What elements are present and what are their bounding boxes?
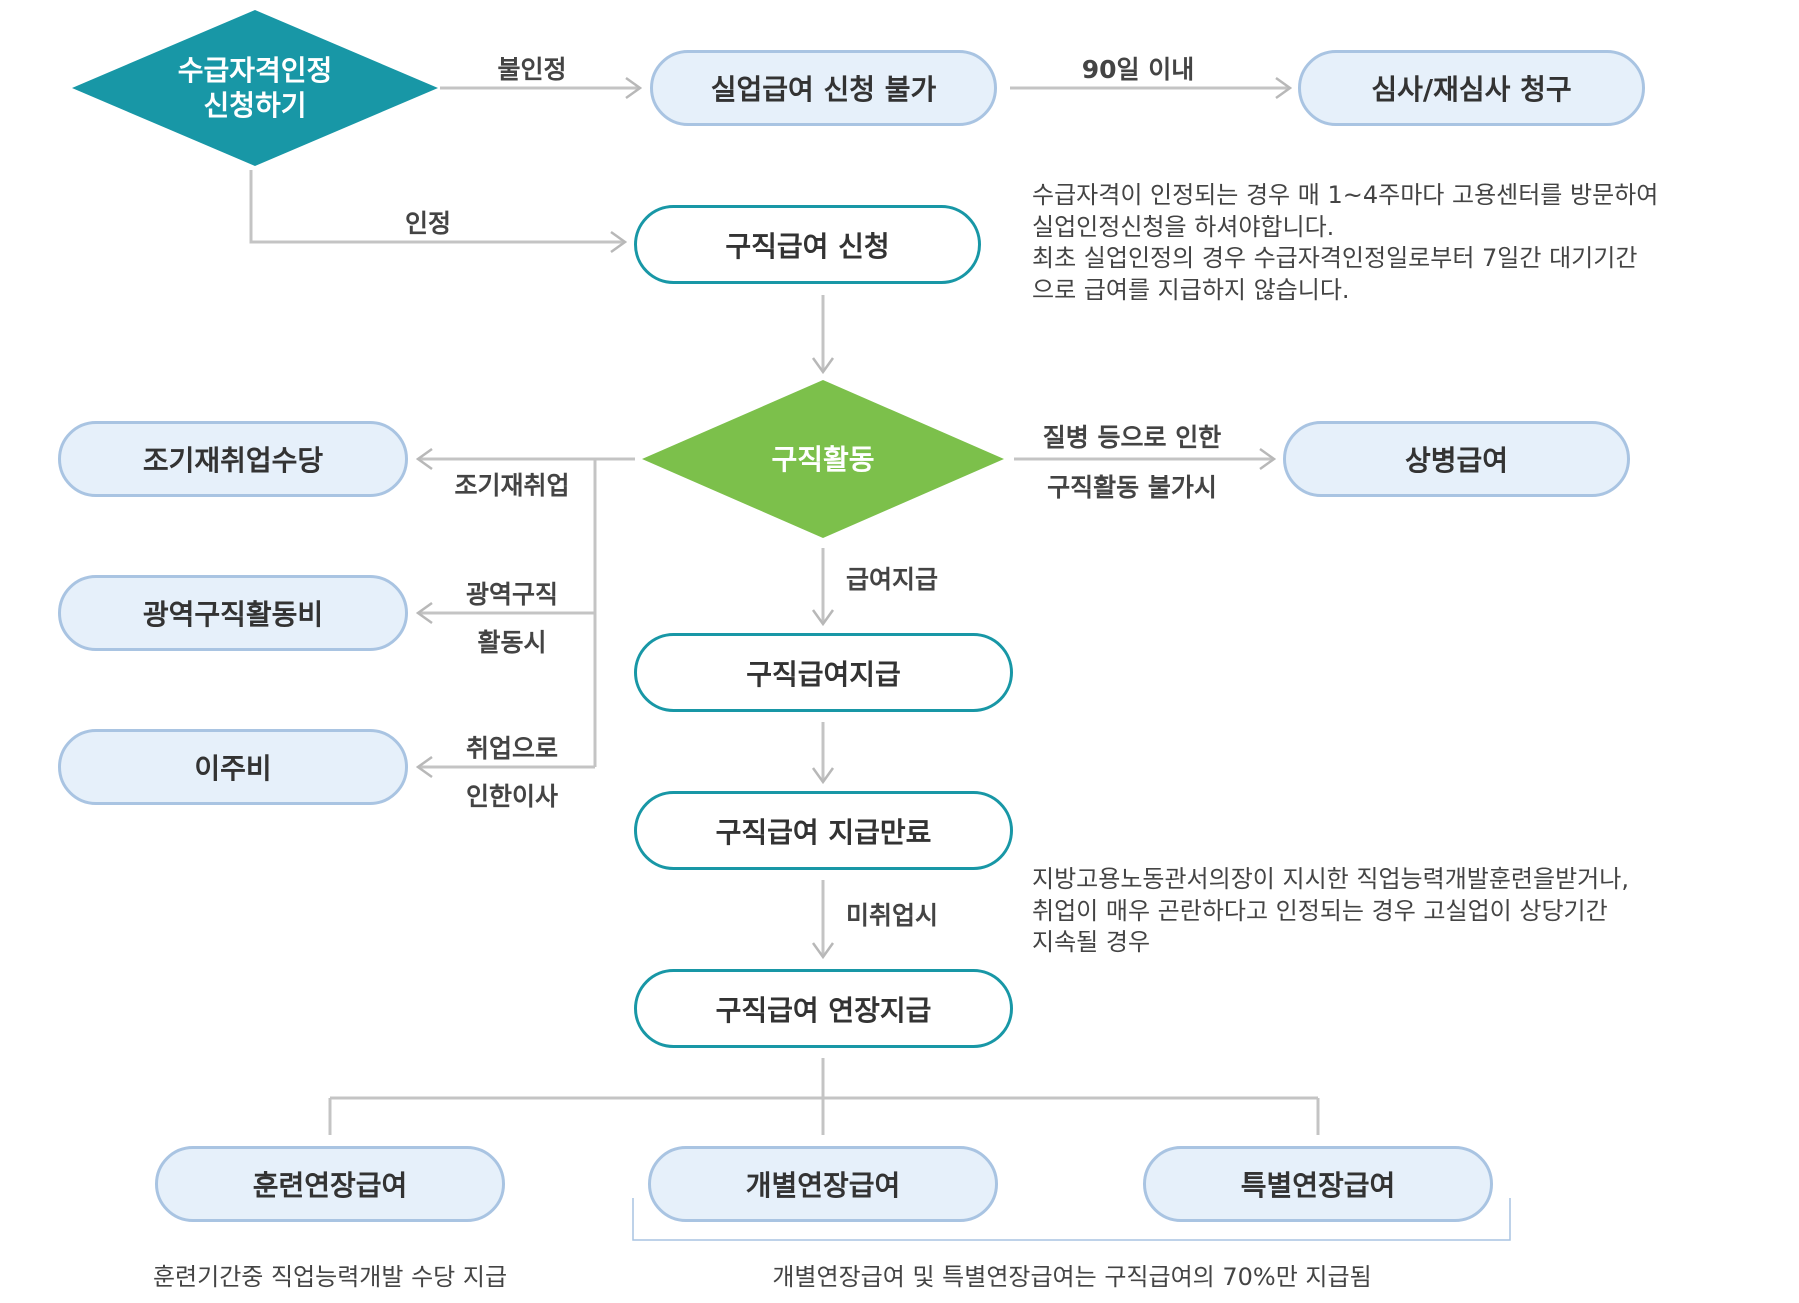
note-extension-line-3: 지속될 경우	[1032, 928, 1151, 957]
node-jobseeking-payment: 구직급여지급	[634, 633, 1013, 712]
label-not-employed: 미취업시	[846, 901, 939, 930]
node-review-request: 심사/재심사 청구	[1298, 50, 1645, 126]
note-bracket	[632, 1198, 1511, 1241]
note-apply-line-3: 최초 실업인정의 경우 수급자격인정일로부터 7일간 대기기간	[1032, 244, 1638, 273]
node-moving-cost: 이주비	[58, 729, 408, 805]
label-not-approved: 불인정	[497, 55, 567, 84]
note-extension: 지방고용노동관서의장이 지시한 직업능력개발훈련을받거나, 취업이 매우 곤란하…	[1032, 864, 1629, 959]
note-extension-line-1: 지방고용노동관서의장이 지시한 직업능력개발훈련을받거나,	[1032, 865, 1629, 893]
node-jobseeking-extension: 구직급여 연장지급	[634, 969, 1013, 1048]
node-apply-eligibility: 수급자격인정 신청하기	[177, 54, 333, 122]
note-apply: 수급자격이 인정되는 경우 매 1~4주마다 고용센터를 방문하여 실업인정신청…	[1032, 180, 1658, 307]
note-apply-line-4: 으로 급여를 지급하지 않습니다.	[1032, 276, 1350, 305]
note-training: 훈련기간중 직업능력개발 수당 지급	[152, 1263, 508, 1291]
label-moving-2: 인한이사	[465, 782, 559, 811]
diamond-apply-eligibility	[72, 10, 438, 166]
label-wide-area-1: 광역구직	[465, 580, 559, 609]
node-job-search: 구직활동	[771, 442, 875, 476]
node-early-reemployment-allowance: 조기재취업수당	[58, 421, 408, 497]
node-sickness-benefit: 상병급여	[1283, 421, 1630, 497]
node-special-extension: 특별연장급여	[1143, 1146, 1493, 1222]
diamond-job-search	[642, 380, 1004, 538]
label-early-reemployment: 조기재취업	[454, 471, 570, 500]
node-training-extension: 훈련연장급여	[155, 1146, 505, 1222]
node-jobseeking-apply: 구직급여 신청	[634, 205, 981, 284]
label-wide-area-2: 활동시	[477, 628, 547, 657]
label-approved: 인정	[404, 209, 452, 238]
note-extension-line-2: 취업이 매우 곤란하다고 인정되는 경우 고실업이 상당기간	[1032, 896, 1608, 925]
arrow-approved	[249, 170, 628, 254]
label-illness-1: 질병 등으로 인한	[1042, 423, 1222, 452]
node-unemployment-not-allowed: 실업급여 신청 불가	[650, 50, 997, 126]
note-apply-line-1: 수급자격이 인정되는 경우 매 1~4주마다 고용센터를 방문하여	[1032, 181, 1659, 209]
label-within-90-days: 90일 이내	[1081, 55, 1195, 84]
label-moving-1: 취업으로	[465, 734, 559, 763]
label-benefit-payment: 급여지급	[846, 565, 939, 594]
node-jobseeking-payment-end: 구직급여 지급만료	[634, 791, 1013, 870]
node-individual-extension: 개별연장급여	[648, 1146, 998, 1222]
label-illness-2: 구직활동 불가시	[1047, 473, 1217, 502]
note-apply-line-2: 실업인정신청을 하셔야합니다.	[1032, 212, 1335, 241]
node-wide-area-job-search-cost: 광역구직활동비	[58, 575, 408, 651]
note-rate: 개별연장급여 및 특별연장급여는 구직급여의 70%만 지급됨	[772, 1263, 1372, 1291]
